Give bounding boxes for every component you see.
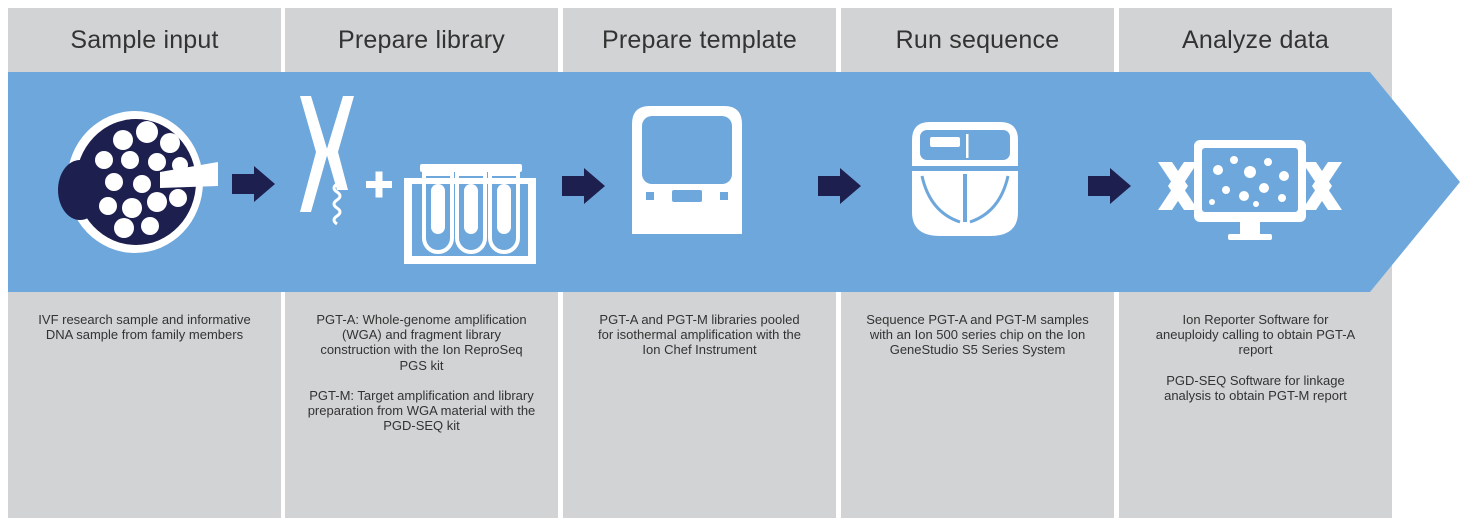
embryo-cell-icon <box>58 111 218 253</box>
step-description-text: IVF research sample and informative DNA … <box>38 312 251 343</box>
ion-chef-instrument-icon <box>632 106 742 234</box>
step-description-text: PGT-A and PGT-M libraries pooled for iso… <box>597 312 802 358</box>
step-description: PGT-A and PGT-M libraries pooled for iso… <box>577 312 822 373</box>
step-description-text: PGT-M: Target amplification and library … <box>307 387 536 434</box>
step-arrow-icon <box>1088 168 1131 204</box>
step-title: Run sequence <box>895 25 1060 54</box>
step-description: Ion Reporter Software for aneuploidy cal… <box>1133 312 1378 418</box>
step-title: Analyze data <box>1182 25 1329 54</box>
step-description-text: PGT-A: Whole-genome amplification (WGA) … <box>316 312 527 373</box>
step-title: Prepare library <box>338 25 505 54</box>
step-description-text: PGD-SEQ Software for linkage analysis to… <box>1164 372 1347 403</box>
step-arrow-icon <box>818 168 861 204</box>
step-arrow-icon <box>562 168 605 204</box>
step-description-text: Sequence PGT-A and PGT-M samples with an… <box>866 312 1089 358</box>
step-title: Prepare template <box>602 25 797 54</box>
step-title: Sample input <box>70 25 219 54</box>
step-description: PGT-A: Whole-genome amplification (WGA) … <box>299 312 544 448</box>
step-description-text: Ion Reporter Software for aneuploidy cal… <box>1155 312 1356 358</box>
step-description: IVF research sample and informative DNA … <box>22 312 267 357</box>
step-description: Sequence PGT-A and PGT-M samples with an… <box>855 312 1100 373</box>
step-arrow-icon <box>232 166 275 202</box>
sequencer-icon <box>912 122 1018 236</box>
monitor-dna-icon <box>1158 140 1342 240</box>
chromosome-test-tubes-icon <box>300 96 536 264</box>
